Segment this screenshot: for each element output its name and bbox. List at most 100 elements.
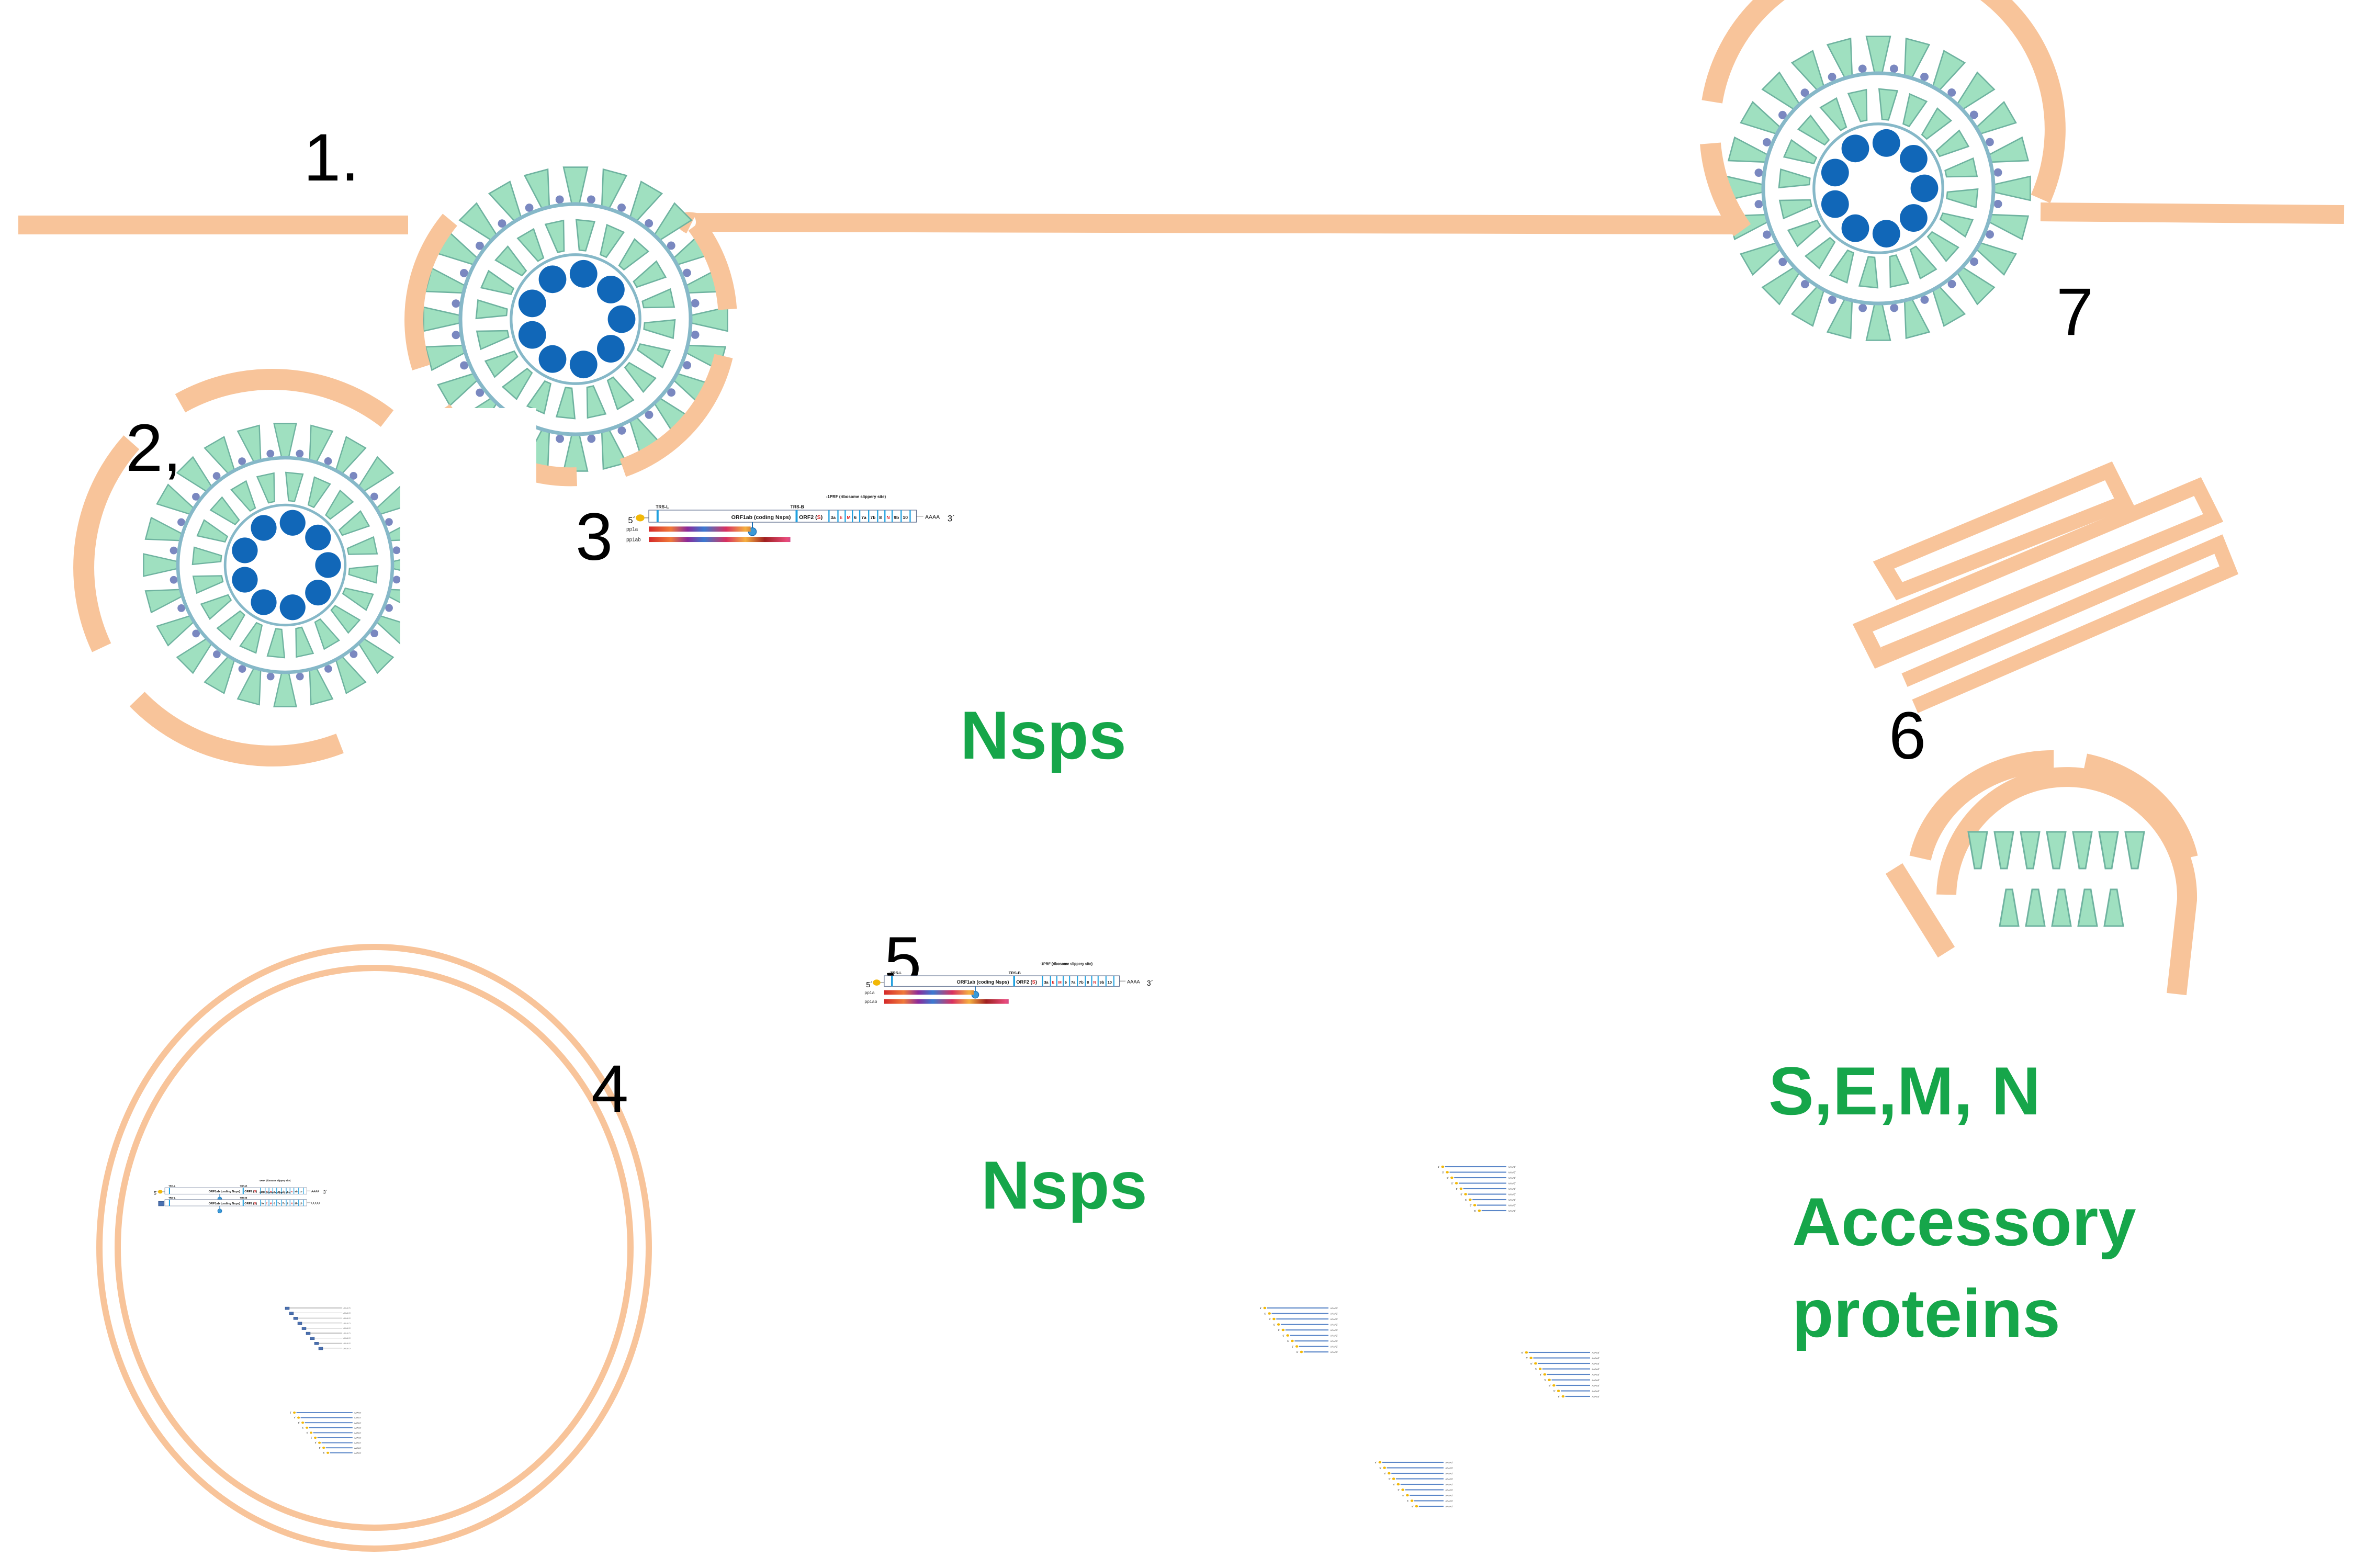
gene-label-10: 10	[299, 1190, 302, 1193]
five-prime-label: 5´	[628, 516, 636, 525]
membrane-protein	[342, 587, 374, 611]
cap-icon	[1272, 1317, 1276, 1321]
spike-protein	[335, 436, 367, 475]
membrane-protein	[325, 489, 354, 520]
gene-label-m: M	[270, 1190, 272, 1193]
spike-protein	[1988, 136, 2030, 163]
spike-protein	[488, 181, 522, 222]
cap-icon	[1534, 1362, 1537, 1365]
gene-label-e: E	[266, 1190, 267, 1193]
sgrna-bar	[305, 1422, 353, 1424]
sgrna-tail-label: AAAA3´	[1446, 1467, 1454, 1469]
sgrna-tail-label: AAAA3´	[1446, 1461, 1454, 1464]
sgrna-tail-label: AAAA3´	[1592, 1357, 1601, 1359]
spike-protein	[1956, 71, 1996, 111]
spike-protein	[1761, 266, 1801, 306]
spike-protein	[1865, 302, 1891, 341]
sgrna-five-prime: 5´	[302, 1426, 305, 1429]
sgrna-five-prime: 5´	[1260, 1307, 1263, 1310]
membrane-protein	[2025, 888, 2046, 927]
sgrna-tail-label: AAAA3´	[1592, 1390, 1601, 1392]
sgrna-tail-label: UUUU 5´	[343, 1317, 351, 1319]
sgrna-bar	[330, 1452, 353, 1453]
sgrna-bar	[1551, 1379, 1590, 1381]
sgrna-tail-label: AAAA3´	[1592, 1373, 1601, 1376]
gene-boundary	[900, 510, 902, 523]
sgrna-tail-label: AAAA3´	[354, 1412, 362, 1414]
sgrna-bar	[313, 1432, 353, 1434]
sgrna-tail-label: UUUU 5´	[343, 1337, 351, 1339]
sgrna-bar	[1267, 1307, 1328, 1309]
spike-protein	[204, 436, 235, 475]
gene-label-7a: 7a	[861, 515, 866, 520]
cap-icon	[322, 1447, 325, 1449]
step-label-2: 2,	[126, 411, 182, 486]
envelope-protein	[1763, 230, 1771, 239]
orf1ab-label: ORF1ab (coding Nsps)	[209, 1190, 240, 1193]
envelope-protein	[556, 434, 565, 443]
gene-boundary	[891, 510, 893, 523]
membrane-protein	[1909, 245, 1937, 280]
sgrna-bar	[1449, 1171, 1506, 1173]
gene-boundary	[1085, 976, 1086, 987]
membrane-protein	[330, 605, 361, 634]
nucleocapsid-rnp	[1900, 145, 1928, 173]
sgrna-five-prime: 5´	[1451, 1182, 1454, 1185]
sgrna-five-prime: 5´	[1535, 1368, 1538, 1370]
sgrna-leader	[285, 1306, 290, 1310]
spike-protein	[458, 202, 498, 242]
trs-l-label: TRS-L	[168, 1197, 176, 1199]
membrane-protein	[216, 610, 245, 641]
sgrna-ladder-1: 5´AAAA3´5´AAAA3´5´AAAA3´5´AAAA3´5´AAAA3´…	[1438, 1165, 1517, 1212]
sgrna-tail-label: AAAA3´	[1508, 1177, 1517, 1179]
sgrna-tail-label: UUUU 5´	[343, 1307, 351, 1310]
gene-boundary	[298, 1199, 299, 1206]
sgrna-five-prime: 5´	[1412, 1505, 1414, 1508]
sgrna-bar	[309, 1427, 353, 1428]
cap-icon	[1401, 1488, 1404, 1491]
virion-icon	[1726, 36, 2031, 341]
cap-icon	[318, 1441, 321, 1444]
sgrna-tail-label: AAAA3´	[1508, 1193, 1517, 1195]
membrane-protein	[1858, 256, 1879, 289]
sgrna-tail-label: AAAA3´	[1331, 1329, 1339, 1332]
spike-protein	[653, 202, 693, 242]
sgrna-five-prime: 5´	[1443, 1171, 1445, 1174]
negative-strand-block	[158, 1201, 164, 1206]
membrane-protein	[633, 260, 667, 288]
pp1a-bar	[649, 526, 751, 532]
sgrna-bar	[1542, 1368, 1590, 1370]
spike-protein	[357, 637, 395, 674]
envelope-protein	[1947, 279, 1956, 288]
sgrna-bar	[1294, 1340, 1328, 1342]
membrane-protein	[256, 472, 275, 504]
trs-b-label: TRS-B	[1009, 971, 1021, 975]
sgrna-bar	[300, 1417, 353, 1418]
membrane-protein	[1944, 157, 1978, 178]
membrane-protein	[526, 380, 552, 415]
nucleocapsid-rnp	[251, 589, 277, 615]
cap-icon	[1378, 1461, 1382, 1464]
sgrna-bar	[1445, 1166, 1506, 1168]
envelope-protein	[350, 472, 358, 480]
membrane-protein	[307, 476, 331, 509]
sgrna-five-prime: 5´	[315, 1441, 317, 1444]
poly-tail-label: AAAA	[925, 514, 940, 521]
membrane-protein	[1829, 249, 1855, 284]
gene-boundary	[1113, 976, 1114, 987]
sgrna-tail-label: AAAA3´	[1446, 1499, 1454, 1502]
sgrna-five-prime: 5´	[1470, 1204, 1472, 1206]
nucleocapsid-rnp	[1821, 190, 1849, 218]
membrane-protein	[230, 480, 256, 512]
cap-icon	[1392, 1477, 1395, 1480]
membrane-protein	[285, 471, 304, 502]
cap-icon	[1277, 1323, 1280, 1326]
er-membrane-icon	[1852, 461, 2239, 713]
sgrna-bar	[1271, 1313, 1328, 1314]
gene-label-8: 8	[287, 1202, 289, 1205]
sgrna-bar	[1528, 1351, 1590, 1353]
nucleocapsid-rnp	[1872, 220, 1900, 248]
sgrna-tail-label: UUUU 5´	[343, 1347, 351, 1349]
envelope-protein	[266, 449, 275, 458]
